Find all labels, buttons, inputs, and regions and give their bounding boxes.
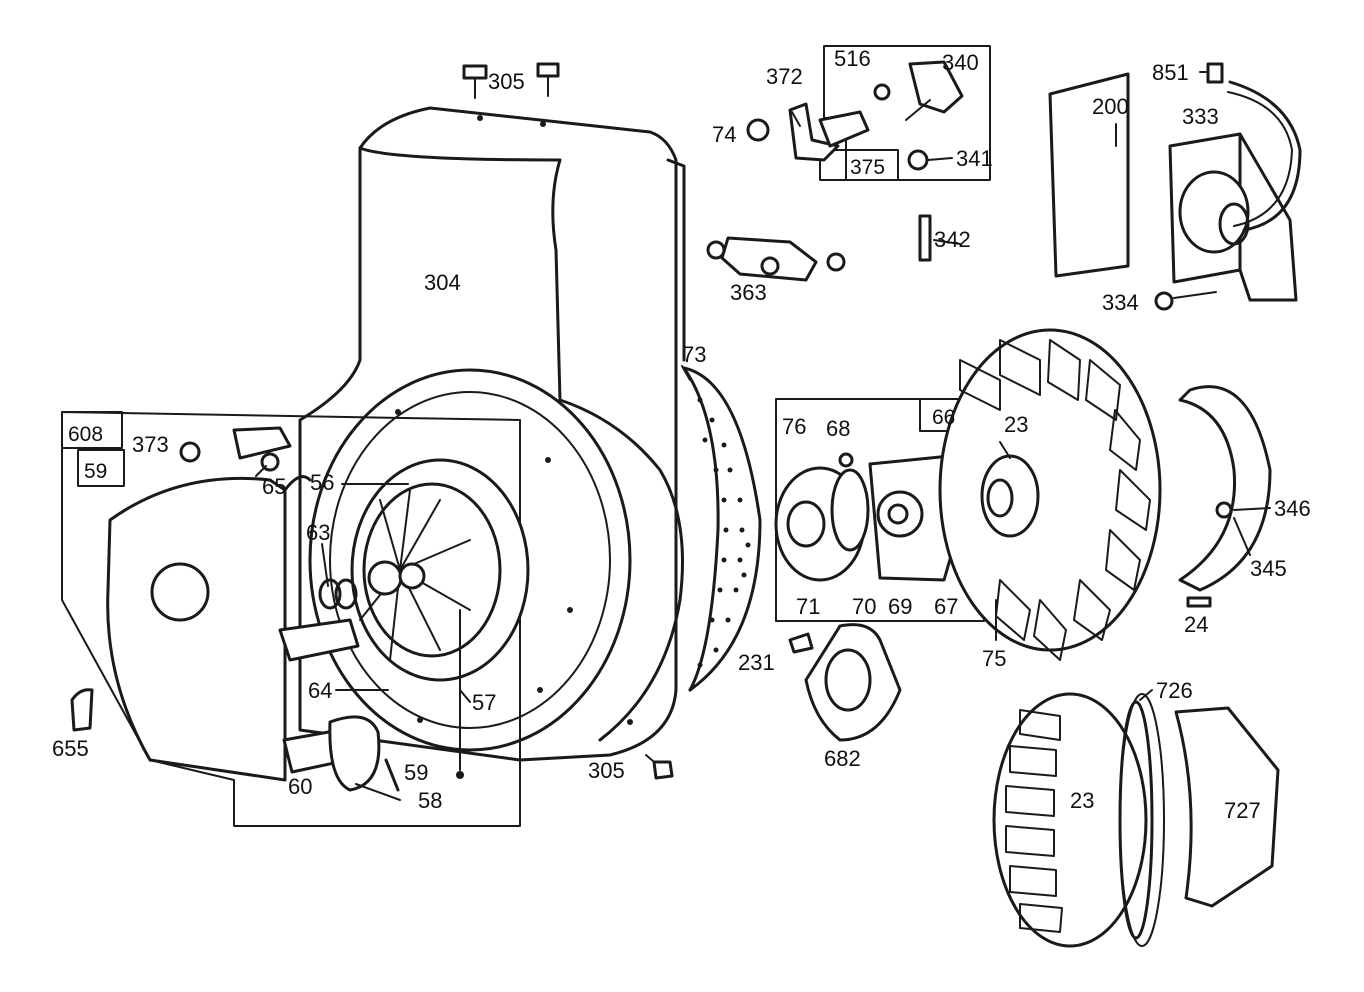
- label-346: 346: [1274, 496, 1311, 521]
- label-341: 341: [956, 146, 993, 171]
- part-727-shield: [1174, 706, 1280, 908]
- part-655-clip: [70, 688, 94, 732]
- label-64: 64: [308, 678, 332, 703]
- part-24-flywheel-key: [1186, 596, 1212, 608]
- label-63: 63: [306, 520, 330, 545]
- label-76: 76: [782, 414, 806, 439]
- label-59-box: 59: [84, 460, 107, 483]
- label-200: 200: [1092, 94, 1129, 119]
- label-23-bottom: 23: [1070, 788, 1094, 813]
- label-372: 372: [766, 64, 803, 89]
- label-516: 516: [834, 46, 871, 71]
- label-70: 70: [852, 594, 876, 619]
- label-727: 727: [1224, 798, 1261, 823]
- label-333: 333: [1182, 104, 1219, 129]
- blower-housing: [298, 106, 686, 762]
- rotating-screen: [682, 366, 762, 692]
- rewind-starter-assembly: [61, 411, 530, 827]
- label-56: 56: [310, 470, 334, 495]
- label-67: 67: [934, 594, 958, 619]
- label-305-top: 305: [488, 69, 525, 94]
- part-363-bracket: [706, 236, 846, 282]
- label-726: 726: [1156, 678, 1193, 703]
- label-66: 66: [932, 406, 955, 429]
- label-65: 65: [262, 474, 286, 499]
- leader-lines: [255, 71, 1271, 703]
- part-682-gasket: [788, 623, 902, 742]
- label-608: 608: [68, 423, 103, 446]
- label-851: 851: [1152, 60, 1189, 85]
- part-342-pin: [918, 214, 932, 262]
- label-23-top: 23: [1004, 412, 1028, 437]
- callout-labels: 305 304 372 516 340 74 375 341 342 363 8…: [52, 46, 1311, 823]
- flywheel-top: [938, 328, 1272, 661]
- label-75: 75: [982, 646, 1006, 671]
- part-200-air-guide: [1048, 72, 1130, 278]
- label-24: 24: [1184, 612, 1208, 637]
- label-655: 655: [52, 736, 89, 761]
- label-71: 71: [796, 594, 820, 619]
- housing-screw-bottom: [645, 754, 674, 780]
- label-375: 375: [850, 156, 885, 179]
- label-57: 57: [472, 690, 496, 715]
- label-363: 363: [730, 280, 767, 305]
- label-345: 345: [1250, 556, 1287, 581]
- ignition-armature: [1154, 62, 1302, 311]
- label-231: 231: [738, 650, 775, 675]
- label-58: 58: [418, 788, 442, 813]
- label-69: 69: [888, 594, 912, 619]
- label-342: 342: [934, 227, 971, 252]
- label-373: 373: [132, 432, 169, 457]
- label-304: 304: [424, 270, 461, 295]
- label-74: 74: [712, 122, 736, 147]
- label-340: 340: [942, 50, 979, 75]
- label-60: 60: [288, 774, 312, 799]
- housing-screws-top: [462, 62, 560, 99]
- label-334: 334: [1102, 290, 1139, 315]
- label-682: 682: [824, 746, 861, 771]
- label-59: 59: [404, 760, 428, 785]
- label-68: 68: [826, 416, 850, 441]
- flywheel-bottom: [992, 692, 1165, 948]
- label-73: 73: [682, 342, 706, 367]
- governor-linkage: [746, 45, 991, 181]
- label-305-bottom: 305: [588, 758, 625, 783]
